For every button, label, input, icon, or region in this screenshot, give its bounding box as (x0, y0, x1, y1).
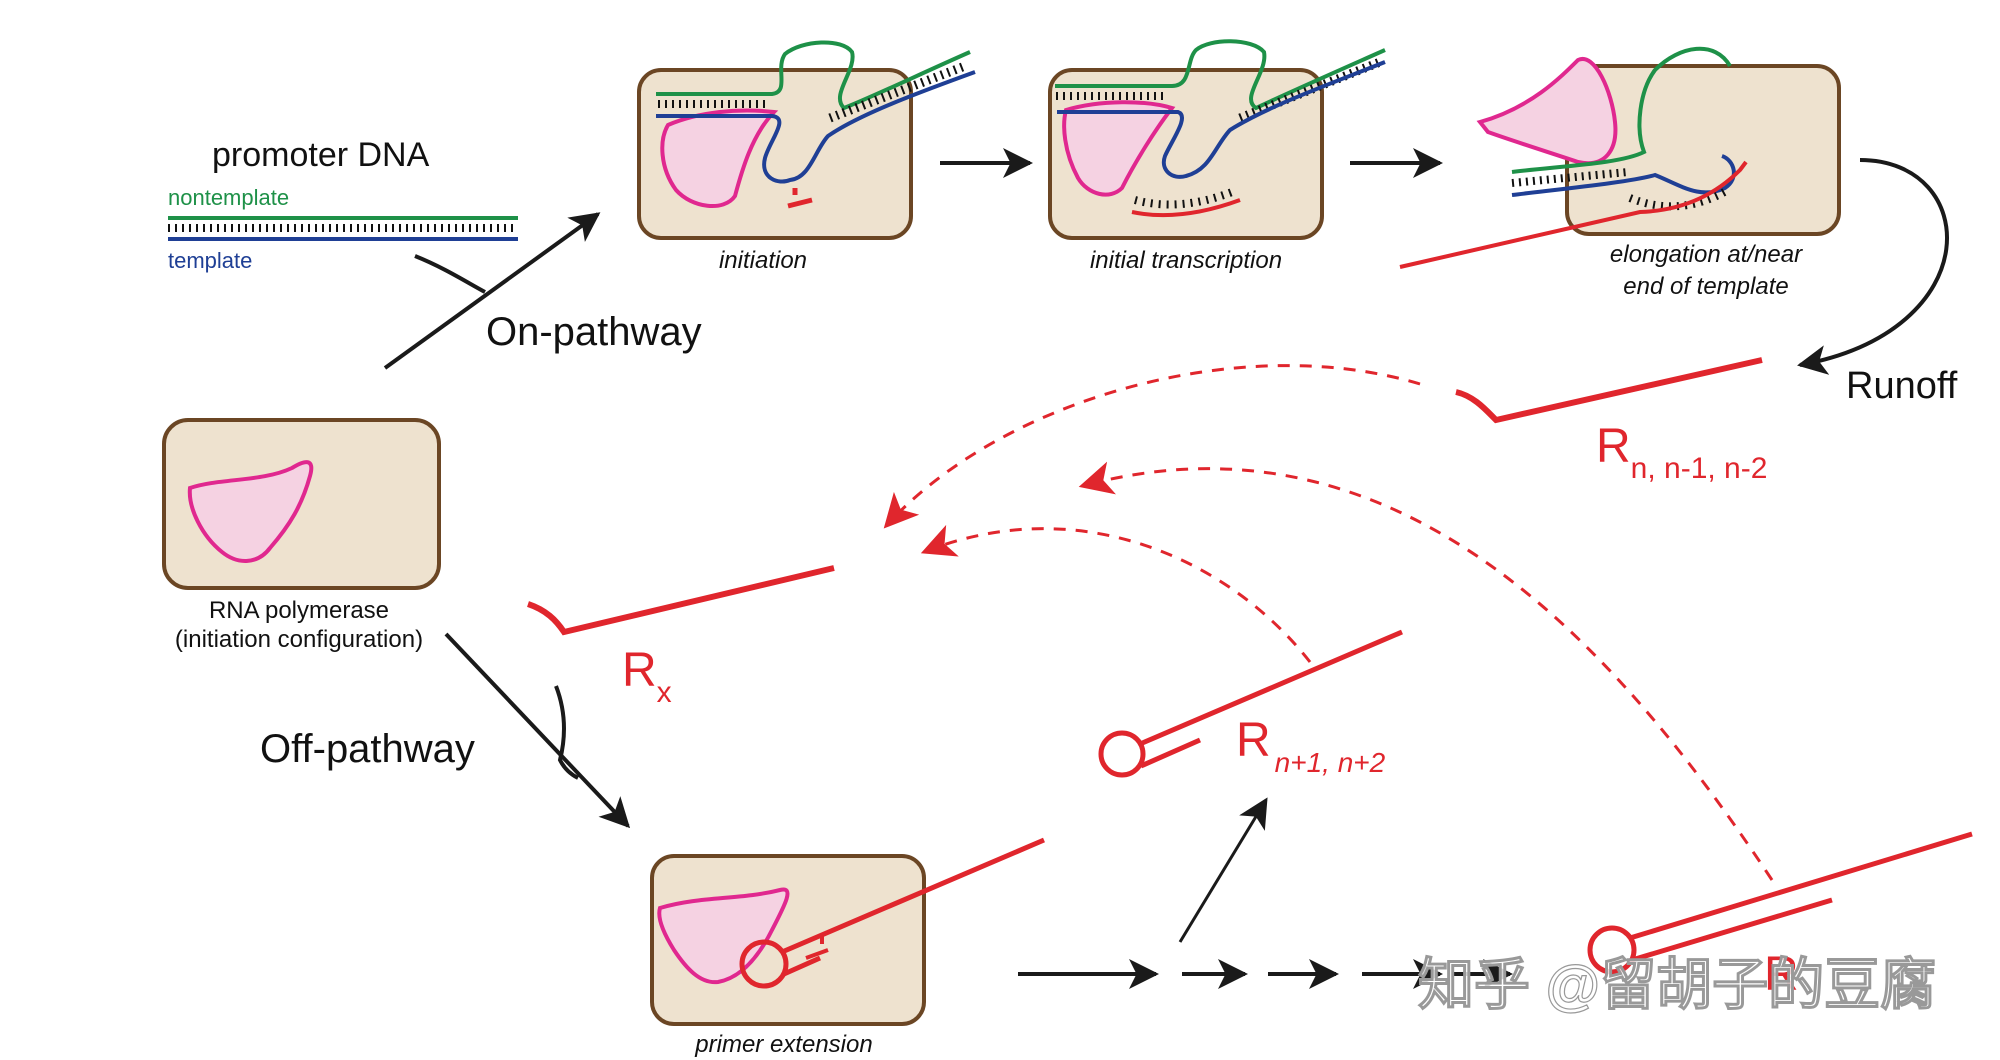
polymerase-clamp (1476, 57, 1618, 166)
dashed-arrow-from-rplus (1078, 461, 1774, 881)
dashed-arrow-from-rn (883, 364, 1421, 529)
runoff-label: Runoff (1846, 365, 1958, 407)
nascent-rna (1131, 198, 1241, 218)
runoff-arrow: Runoff (1797, 158, 1958, 407)
polymerase-clamp (187, 460, 314, 563)
hairpin-stem (1139, 629, 1403, 769)
rna-polymerase-free: RNA polymerase (initiation configuration… (162, 418, 441, 653)
elongation-label-line1: elongation at/near (1610, 241, 1803, 268)
initial-transcription-label: initial transcription (1090, 247, 1282, 274)
rnap-label-line1: RNA polymerase (209, 597, 389, 624)
template-strand (1057, 60, 1386, 179)
on-pathway-arrow: On-pathway (383, 212, 702, 370)
polymerase-clamp (660, 108, 779, 209)
on-pathway-label: On-pathway (486, 310, 702, 354)
nontemplate-strand (656, 40, 971, 111)
rx-rna-strand (526, 565, 835, 636)
primer-extension-label: primer extension (694, 1031, 872, 1058)
initiating-nucleotides (787, 188, 813, 209)
hairpin-stem (781, 837, 1045, 977)
rx-rna-product: Rx (526, 565, 835, 709)
watermark-text: 知乎 @留胡子的豆腐 (1418, 953, 1936, 1016)
r-n12-subscript: n+1, n+2 (1275, 747, 1386, 778)
initial-transcription-complex: initial transcription (1048, 39, 1386, 274)
primer-extension-complex: primer extension (650, 837, 1045, 1058)
nontemplate-strand (1055, 39, 1386, 111)
dashed-return-arrows (883, 364, 1774, 881)
r-n12-letter: R (1236, 714, 1271, 767)
hairpin-stem (1629, 831, 1973, 963)
runoff-rna-strand (1455, 357, 1763, 424)
hairpin-loop (1587, 925, 1637, 975)
polymerase-clamp (1062, 100, 1176, 197)
off-pathway-label: Off-pathway (260, 727, 475, 771)
promoter-dna-label: promoter DNA (212, 136, 430, 174)
promoter-join-curve (414, 254, 486, 294)
off-pathway-arrow: Off-pathway (260, 632, 631, 829)
elongation-label-line2: end of template (1623, 273, 1788, 300)
polymerase-clamp (657, 887, 790, 985)
r-n-label: Rn, n-1, n-2 (1596, 420, 1767, 485)
branch-arrow (1178, 797, 1268, 943)
template-strand (656, 70, 976, 184)
template-label: template (168, 248, 252, 273)
r-n-letter: R (1596, 420, 1631, 473)
nontemplate-label: nontemplate (168, 185, 289, 210)
r-n-subscript: n, n-1, n-2 (1631, 452, 1768, 485)
rnap-join-curve (554, 685, 579, 780)
base-pair-ticks (1133, 188, 1234, 209)
on-pathway-arrow-line (383, 212, 601, 370)
r-x-letter: R (622, 644, 657, 697)
initiation-label: initiation (719, 247, 807, 274)
nontemplate-strand (1511, 46, 1732, 174)
rnap-label-line2: (initiation configuration) (175, 626, 423, 653)
promoter-dna-group: promoter DNA nontemplate template (168, 136, 518, 273)
extension-nucleotides (805, 936, 829, 960)
runoff-rna-product: Rn, n-1, n-2 (1455, 357, 1767, 485)
transcript-rna (1399, 160, 1748, 269)
initiation-complex: initiation (637, 40, 976, 274)
runoff-arrow-curve (1797, 158, 1949, 375)
r-x-label: Rx (622, 644, 672, 709)
base-pair-ticks (828, 61, 967, 123)
hairpin-loop (739, 939, 789, 989)
off-pathway-arrow-line (444, 632, 631, 829)
hairpin-loop (1098, 730, 1146, 778)
r-x-subscript: x (657, 676, 672, 709)
dashed-arrow-from-rn12 (920, 524, 1312, 663)
elongation-complex: elongation at/near end of template (1399, 46, 1841, 300)
extended-hairpin-product: R (1587, 831, 1973, 1001)
r-extended-label: R (1764, 948, 1799, 1001)
